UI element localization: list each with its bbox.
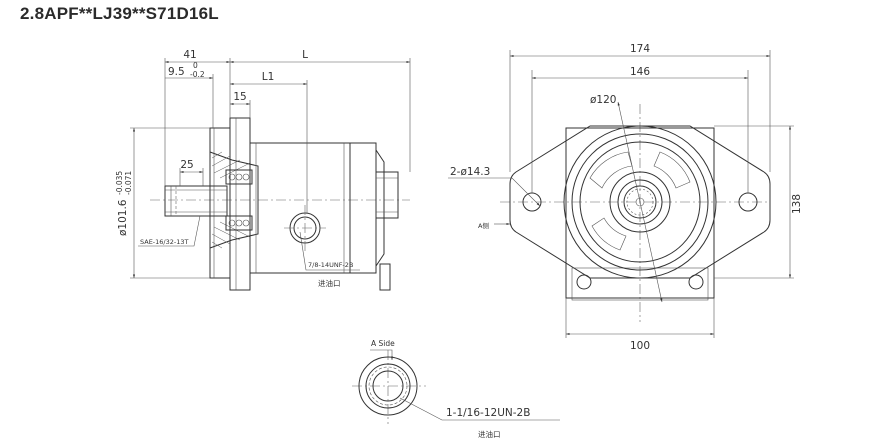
- dim-101-6: ø101.6: [117, 199, 129, 236]
- dim-100: 100: [630, 340, 650, 352]
- pump-body: [249, 142, 351, 274]
- flange-hub: [229, 117, 251, 291]
- dim-174: 174: [630, 43, 650, 55]
- rear-cover: [349, 142, 377, 274]
- a-side-view: A Side 1-1/16-12UN-2B 进油口: [352, 339, 560, 439]
- spline-leader: [138, 215, 201, 247]
- port-thread: 7/8-14UNF-2B: [308, 261, 353, 269]
- drive-shaft: [164, 185, 228, 217]
- front-view: 174 146 ø120 2-ø14.3 138 100 A侧: [448, 43, 803, 352]
- a-side-pointer: [370, 349, 394, 360]
- a-side-leader: [399, 397, 560, 421]
- spline-label: SAE-16/32-13T: [140, 238, 188, 246]
- dim-101-6-upper: -0.035: [115, 171, 124, 195]
- port-leader: [299, 231, 360, 271]
- a-side-label: A Side: [371, 339, 395, 348]
- dim-146: 146: [630, 66, 650, 78]
- kidney-slot-2: [653, 151, 691, 189]
- dim-9-5-upper: 0: [193, 61, 198, 70]
- dim-L: L: [302, 49, 308, 61]
- hole-leader: [448, 177, 541, 207]
- kidney-slot-1: [589, 151, 633, 189]
- dim-15: 15: [233, 91, 246, 103]
- dim-9-5: 9.5: [168, 66, 185, 78]
- dim-L1: L1: [262, 71, 275, 83]
- a-side-port-thread: [365, 363, 411, 409]
- a-side-port-outer: [358, 356, 418, 416]
- dim-9-5-lower: -0.2: [190, 70, 205, 79]
- kidney-slot-3: [591, 217, 627, 251]
- bearing-top: [225, 169, 253, 185]
- dim-138: 138: [791, 194, 803, 214]
- rear-port-boss: [375, 171, 399, 219]
- corner-hole-left: [576, 274, 592, 290]
- dim-41: 41: [183, 49, 196, 61]
- bearing-bottom: [225, 215, 253, 231]
- front-cover-section: [209, 151, 259, 249]
- dim-line-120: [617, 101, 663, 303]
- a-side-port-label: 进油口: [478, 429, 501, 439]
- corner-hole-right: [688, 274, 704, 290]
- dim-101-6-lower: -0.071: [124, 171, 133, 195]
- rear-boss-bottom: [379, 263, 391, 291]
- port-label: 进油口: [318, 278, 341, 288]
- drawing-title: 2.8APF**LJ39**S71D16L: [20, 4, 219, 23]
- side-view: 41 L 9.5 0 -0.2 L1 15 25 ø101.6 -0.035 -…: [115, 49, 411, 291]
- dim-25: 25: [180, 159, 193, 171]
- direction-label: A侧: [478, 221, 489, 230]
- dim-hole: 2-ø14.3: [450, 166, 490, 178]
- dim-120: ø120: [590, 94, 616, 106]
- a-side-thread: 1-1/16-12UN-2B: [446, 407, 530, 419]
- section-hatching: [211, 151, 251, 249]
